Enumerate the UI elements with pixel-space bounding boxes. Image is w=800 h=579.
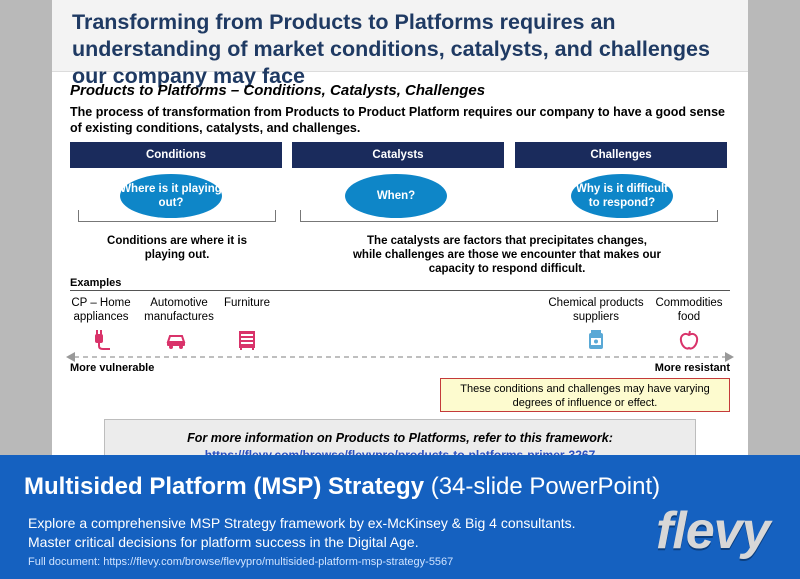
example-home-appliances: CP – Home appliances (71, 297, 131, 323)
car-icon (166, 335, 186, 349)
plug-icon (95, 330, 110, 350)
banner-title-bold: Multisided Platform (MSP) Strategy (24, 473, 425, 500)
influence-callout: These conditions and challenges may have… (440, 378, 730, 412)
vulnerability-scale-arrow (66, 352, 734, 362)
oval-where: Where is it playing out? (120, 174, 222, 218)
promo-banner: Multisided Platform (MSP) Strategy (34-s… (0, 455, 800, 579)
conditions-bracket (78, 210, 276, 222)
catalysts-challenges-note: The catalysts are factors that precipita… (352, 235, 662, 275)
slide: Transforming from Products to Platforms … (52, 0, 748, 470)
example-chemical: Chemical products suppliers (548, 297, 644, 323)
chemical-jar-icon (589, 330, 603, 349)
banner-description: Explore a comprehensive MSP Strategy fra… (28, 514, 628, 552)
example-automotive: Automotive manufactures (144, 297, 214, 323)
slide-title-band: Transforming from Products to Platforms … (52, 0, 748, 88)
banner-desc-line2: Master critical decisions for platform s… (28, 534, 419, 550)
scale-left-label: More vulnerable (70, 362, 155, 374)
examples-divider (70, 290, 730, 291)
banner-title-rest: (34-slide PowerPoint) (424, 473, 661, 500)
cabinet-icon (239, 331, 255, 350)
example-commodities: Commodities food (655, 297, 723, 323)
info-title: For more information on Products to Plat… (187, 431, 613, 445)
conditions-note: Conditions are where it is playing out. (107, 235, 247, 261)
banner-desc-line1: Explore a comprehensive MSP Strategy fra… (28, 515, 576, 531)
slide-title: Transforming from Products to Platforms … (72, 10, 710, 88)
catalysts-challenges-bracket (300, 210, 718, 222)
header-conditions: Conditions (70, 142, 282, 168)
banner-title: Multisided Platform (MSP) Strategy (34-s… (24, 473, 660, 501)
flevy-logo: flevy (656, 502, 771, 560)
examples-label: Examples (70, 277, 122, 289)
oval-when: When? (345, 174, 447, 218)
header-challenges: Challenges (515, 142, 727, 168)
oval-why: Why is it difficult to respond? (571, 174, 673, 218)
banner-document-link[interactable]: Full document: https://flevy.com/browse/… (28, 556, 454, 568)
header-catalysts: Catalysts (292, 142, 504, 168)
slide-subtitle: Products to Platforms – Conditions, Cata… (70, 82, 486, 99)
scale-right-label: More resistant (654, 362, 730, 374)
example-furniture: Furniture (223, 297, 271, 309)
apple-icon (679, 330, 699, 350)
intro-text: The process of transformation from Produ… (70, 105, 725, 135)
